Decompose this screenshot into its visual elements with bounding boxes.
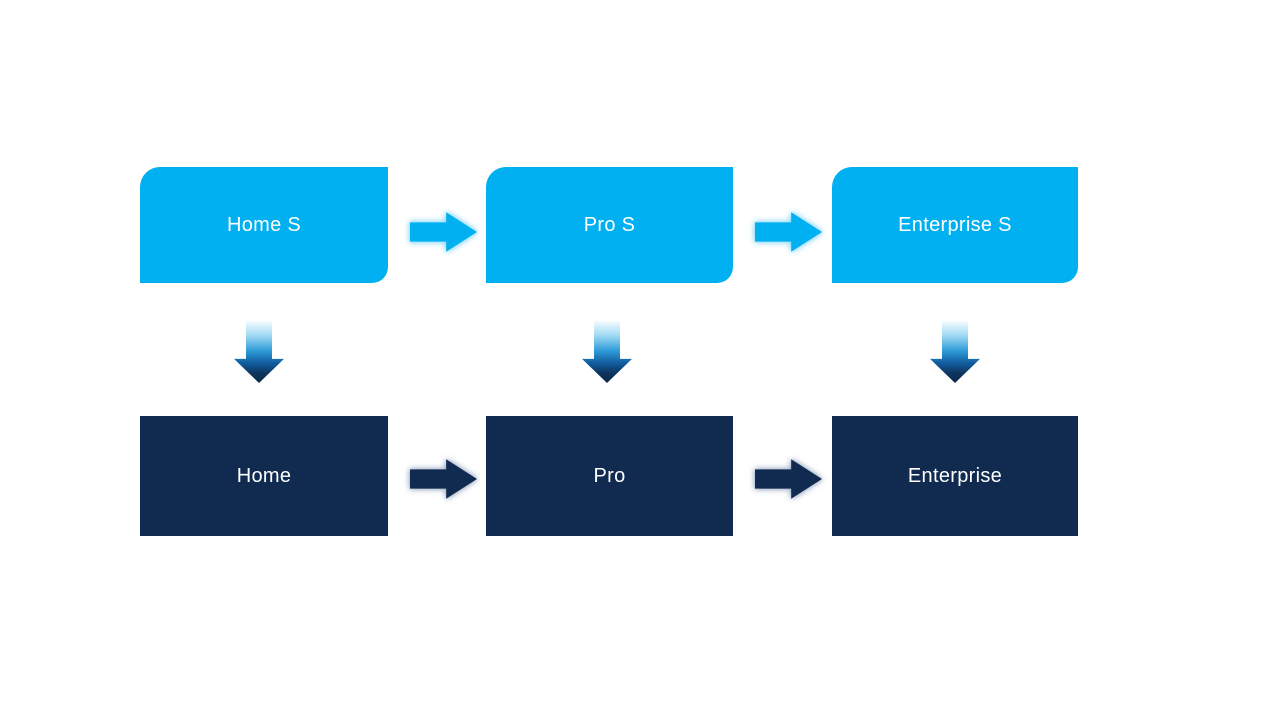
flow-node-label: Home S	[226, 213, 302, 236]
down-arrow-icon	[234, 321, 284, 383]
flow-node-enterprise-s: Enterprise S	[832, 167, 1078, 283]
flow-node-label: Home	[236, 464, 292, 487]
right-arrow-icon	[755, 456, 822, 502]
flow-node-label: Pro	[593, 464, 626, 487]
right-arrow-icon	[410, 209, 477, 255]
flow-node-home-s: Home S	[140, 167, 388, 283]
right-arrow-icon	[755, 209, 822, 255]
down-arrow-icon	[930, 321, 980, 383]
flow-node-label: Enterprise	[907, 464, 1003, 487]
flow-node-label: Pro S	[583, 213, 636, 236]
flow-node-pro: Pro	[486, 416, 733, 536]
flow-node-home: Home	[140, 416, 388, 536]
flow-node-pro-s: Pro S	[486, 167, 733, 283]
flow-node-label: Enterprise S	[898, 213, 1012, 236]
down-arrow-icon	[582, 321, 632, 383]
flow-node-enterprise: Enterprise	[832, 416, 1078, 536]
right-arrow-icon	[410, 456, 477, 502]
